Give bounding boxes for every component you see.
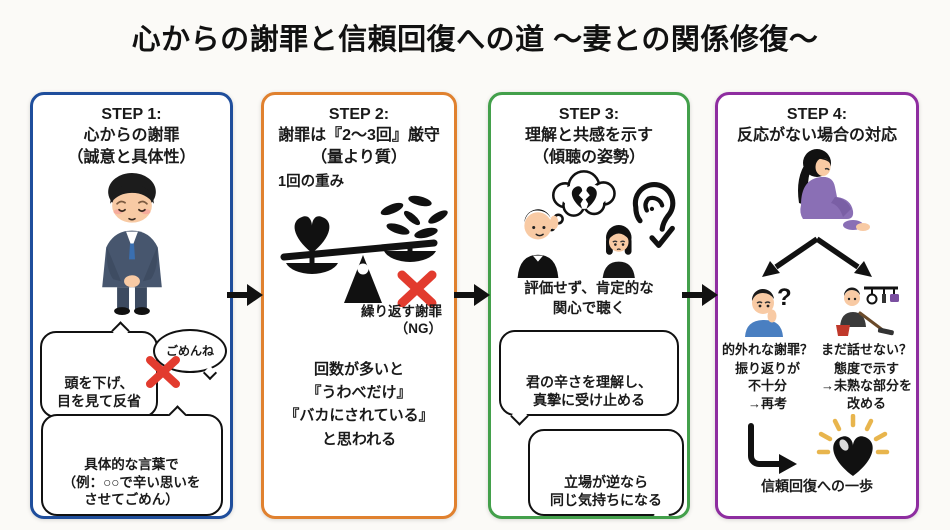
- listening-man-figure: [517, 209, 559, 279]
- step4-panel: STEP 4: 反応がない場合の対応 ? 的外れ: [715, 92, 919, 519]
- step4-left-body: 振り返りが 不十分 →再考: [734, 360, 800, 411]
- step4-header: STEP 4: 反応がない場合の対応: [736, 106, 897, 145]
- step1-bubble-row: 頭を下げ、 目を見て反省 ごめんね: [33, 321, 230, 418]
- step4-bottom-row: [739, 414, 895, 478]
- broken-heart-icon: [571, 186, 597, 209]
- step3-lead-text: 評価せず、肯定的な 関心で聴く: [524, 281, 654, 317]
- step2-ng-label: 繰り返す謝罪 （NG）: [361, 303, 442, 337]
- step3-bubble2-text: 立場が逆なら 同じ気持ちになる: [550, 473, 662, 508]
- step1-concrete-text: 具体的な言葉で （例：○○で辛い思いを させてごめん）: [62, 457, 201, 508]
- bubble-tail: [510, 407, 529, 426]
- step3-bubble1: 君の辛さを理解し、 真摯に受け止める: [499, 329, 679, 426]
- check-icon: [649, 225, 675, 248]
- bubble-tail: [652, 506, 671, 516]
- step2-weight-label: 1回の重み: [278, 173, 345, 190]
- step3-bubble1-text: 君の辛さを理解し、 真摯に受け止める: [526, 373, 652, 409]
- question-mark: ?: [777, 284, 792, 311]
- x-mark-icon: [397, 270, 437, 307]
- step2-header: STEP 2: 謝罪は『2〜3回』厳守 （量より質）: [278, 106, 440, 166]
- listening-couple-illustration: [517, 169, 676, 279]
- step3-panel: STEP 3: 理解と共感を示す （傾聴の姿勢）: [488, 92, 690, 519]
- sitting-woman-illustration: [798, 148, 870, 231]
- step2-panel: STEP 2: 謝罪は『2〜3回』厳守 （量より質） 1回の重み 繰り返す謝罪 …: [261, 92, 457, 519]
- step4-right-label: まだ話せない？: [820, 341, 912, 357]
- page-title: 心からの謝罪と信頼回復への道 〜妻との関係修復〜: [131, 24, 819, 56]
- arrow-right-icon: [227, 284, 263, 306]
- bowing-man-illustration: [101, 172, 162, 315]
- step3-header: STEP 3: 理解と共感を示す （傾聴の姿勢）: [524, 106, 653, 166]
- step1-header: STEP 1: 心からの謝罪 （誠意と具体性）: [67, 106, 196, 166]
- thinking-man-icon: ?: [744, 284, 792, 337]
- ear-icon: [632, 181, 676, 232]
- feathers-icon: [380, 195, 448, 239]
- step4-right-column: まだ話せない？ 態度で示す →未熟な部分を 改める: [817, 283, 916, 413]
- step1-gomen-text: ごめんね: [165, 344, 214, 359]
- step4-left-column: ? 的外れな謝罪？ 振り返りが 不十分 →再考: [718, 283, 817, 413]
- heart-icon: [294, 216, 330, 253]
- arrow-right-icon: [682, 284, 718, 306]
- sad-woman-figure: [602, 224, 635, 279]
- step4-right-body: 態度で示す →未熟な部分を 改める: [820, 360, 912, 411]
- step4-caption: 信頼回復への一歩: [761, 478, 873, 495]
- sparkling-heart-icon: [816, 414, 890, 477]
- step1-concrete-bubble: 具体的な言葉で （例：○○で辛い思いを させてごめん）: [40, 405, 223, 516]
- bubble-tail: [202, 365, 218, 380]
- arrow-right-icon: [454, 284, 490, 306]
- step4-columns: ? 的外れな謝罪？ 振り返りが 不十分 →再考 ま: [718, 283, 916, 413]
- cleaning-man-icon: [835, 286, 899, 336]
- l-shaped-arrow-icon: [748, 423, 797, 475]
- step1-gomen-bubble: ごめんね: [153, 328, 227, 380]
- step1-bow-text: 頭を下げ、 目を見て反省: [57, 375, 141, 410]
- step2-body-text: 回数が多いと 『うわべだけ』 『バカにされている』 と思われる: [284, 360, 434, 448]
- x-mark-icon: [146, 355, 180, 388]
- step1-bow-bubble: 頭を下げ、 目を見て反省: [40, 321, 158, 418]
- step1-panel: STEP 1: 心からの謝罪 （誠意と具体性） 頭を下げ、 目を見て反省 ごめん…: [30, 92, 233, 519]
- bubble-tail: [167, 405, 187, 424]
- diverging-arrows-icon: [762, 236, 872, 277]
- bubble-tail: [111, 321, 130, 341]
- step4-left-label: 的外れな謝罪？: [721, 341, 813, 357]
- step3-bubble2: 立場が逆なら 同じ気持ちになる: [528, 429, 684, 516]
- balance-scale-icon: [280, 195, 448, 307]
